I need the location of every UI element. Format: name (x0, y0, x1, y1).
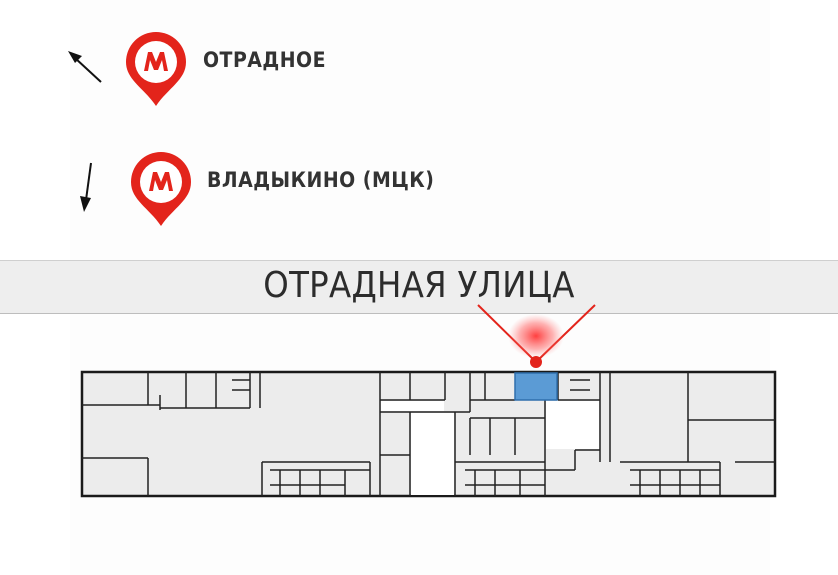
interior-walls (82, 372, 775, 496)
street-name: ОТРАДНАЯ УЛИЦА (263, 265, 575, 306)
corridors (381, 401, 599, 495)
station-label: ОТРАДНОЕ (203, 48, 327, 72)
station-vladykino: ВЛАДЫКИНО (МЦК) (197, 168, 434, 192)
station-label: ВЛАДЫКИНО (МЦК) (207, 168, 435, 192)
station-otradnoe: ОТРАДНОЕ (193, 48, 326, 72)
arrow-up-left-icon (68, 51, 102, 83)
street-band: ОТРАДНАЯ УЛИЦА (0, 260, 838, 314)
highlighted-unit[interactable] (514, 372, 558, 401)
metro-m-icon (126, 32, 186, 106)
metro-m-icon (131, 152, 191, 226)
location-pointer (477, 304, 596, 368)
arrow-down-icon (80, 162, 92, 212)
